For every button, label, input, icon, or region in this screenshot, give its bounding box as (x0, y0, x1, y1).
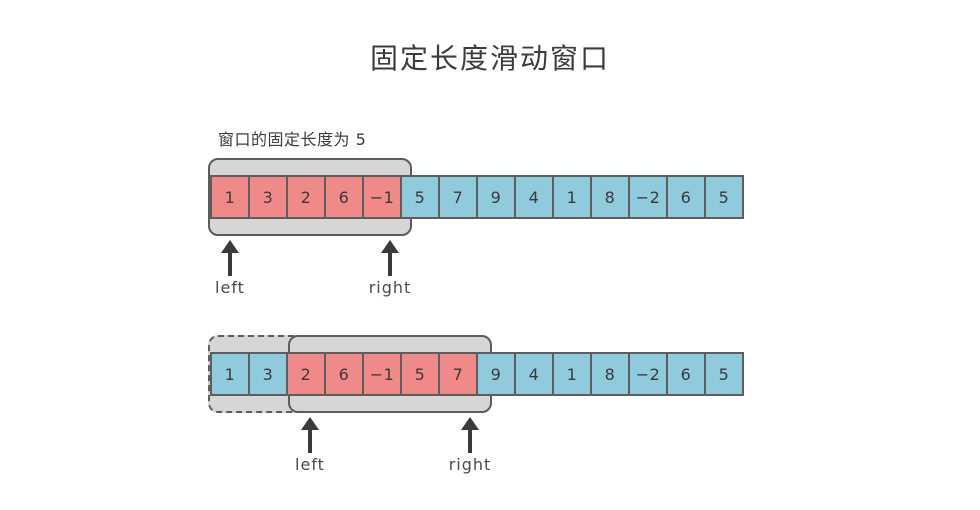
step-1-left-pointer-label: left (215, 278, 245, 297)
step-2-cell: 7 (438, 352, 478, 396)
step-2-cell: 6 (666, 352, 706, 396)
window-length-caption: 窗口的固定长度为 5 (218, 130, 367, 149)
step-1-cell: 8 (590, 175, 630, 219)
step-1-cell: 3 (248, 175, 288, 219)
step-1-left-pointer: left (215, 240, 245, 298)
step-2-left-pointer-label: left (295, 455, 325, 474)
arrow-shaft (308, 427, 312, 453)
step-2-cell: 8 (590, 352, 630, 396)
arrow-up-icon (221, 240, 239, 253)
arrow-shaft (388, 250, 392, 276)
step-2-cell: 5 (400, 352, 440, 396)
step-1-cell: −2 (628, 175, 668, 219)
step-2-cell: −1 (362, 352, 402, 396)
step-1-cell: 5 (704, 175, 744, 219)
step-2-left-pointer: left (295, 417, 325, 475)
step-2-cell: 9 (476, 352, 516, 396)
step-2-right-pointer: right (449, 417, 490, 475)
step-1-cell: 6 (324, 175, 364, 219)
step-1-cell: 1 (210, 175, 250, 219)
step-2-right-pointer-label: right (448, 455, 492, 474)
step-1-cell: 4 (514, 175, 554, 219)
arrow-up-icon (461, 417, 479, 430)
step-1-cell: 1 (552, 175, 592, 219)
page-title: 固定长度滑动窗口 (369, 42, 610, 75)
step-1-cell: −1 (362, 175, 402, 219)
step-1-right-pointer: right (369, 240, 410, 298)
step-2-cell: 4 (514, 352, 554, 396)
step-2-cell: 3 (248, 352, 288, 396)
step-2-cell: 5 (704, 352, 744, 396)
step-2-cell: 1 (552, 352, 592, 396)
arrow-up-icon (381, 240, 399, 253)
step-1-cell: 9 (476, 175, 516, 219)
step-2-cell: 1 (210, 352, 250, 396)
step-2-cell: 2 (286, 352, 326, 396)
step-1-cell: 6 (666, 175, 706, 219)
arrow-shaft (468, 427, 472, 453)
step-1-cell: 5 (400, 175, 440, 219)
arrow-shaft (228, 250, 232, 276)
step-2-cell: −2 (628, 352, 668, 396)
step-2-cell: 6 (324, 352, 364, 396)
arrow-up-icon (301, 417, 319, 430)
step-1-right-pointer-label: right (368, 278, 412, 297)
step-1-cell: 2 (286, 175, 326, 219)
step-1-cell: 7 (438, 175, 478, 219)
